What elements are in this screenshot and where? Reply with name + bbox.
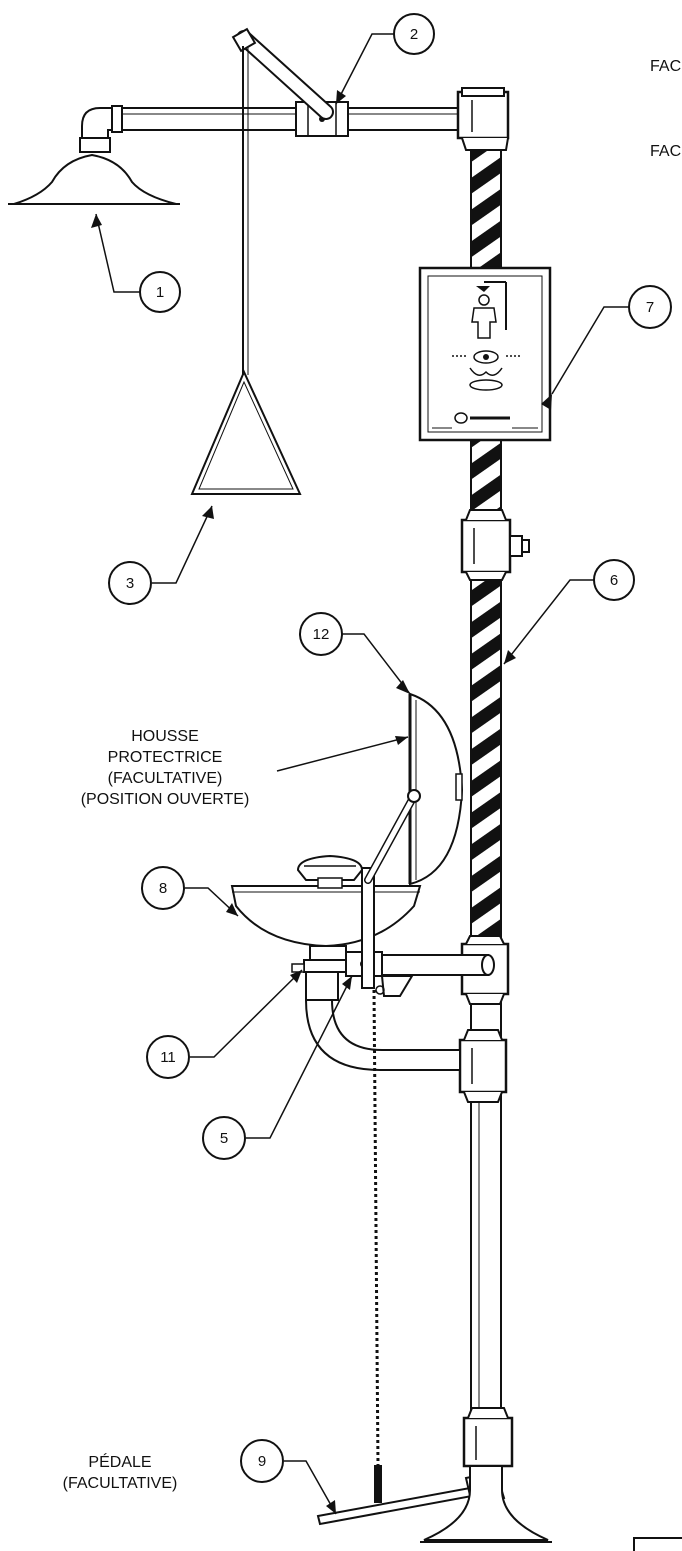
pedal-label-line: (FACULTATIVE): [62, 1475, 178, 1492]
pedal-chain-link: [374, 1465, 382, 1503]
callout-9: 9: [240, 1439, 284, 1483]
svg-text:3: 3: [126, 575, 134, 592]
bottom-tee-fitting: [462, 1407, 514, 1468]
safety-sign: [418, 266, 552, 442]
eyewash-ball-valve: [345, 867, 414, 997]
svg-text:12: 12: [313, 626, 330, 643]
cover-label-line: HOUSSE: [131, 728, 199, 745]
callout-12: 12: [299, 612, 343, 656]
shower-lever-arm: [231, 27, 334, 120]
supply-tee-fitting: [458, 1029, 508, 1103]
callout-3: 3: [108, 561, 152, 605]
pull-rod-triangle-handle: [190, 46, 302, 495]
callout-7: 7: [628, 285, 672, 329]
leader-lines: [95, 33, 629, 1515]
callout-5: 5: [202, 1116, 246, 1160]
eyewash-feed-pipe: [304, 954, 495, 1071]
callout-1: 1: [139, 271, 181, 313]
callout-8: 8: [141, 866, 185, 910]
page-corner-mark: [633, 1537, 682, 1551]
svg-text:8: 8: [159, 880, 167, 897]
svg-text:6: 6: [610, 572, 618, 589]
top-horizontal-pipe: [119, 107, 466, 131]
right-cut-label-1: FAC: [650, 58, 682, 75]
leader-arrowheads: [91, 90, 552, 1514]
right-cut-label-2: FAC: [650, 143, 682, 160]
middle-tee-fitting: [460, 509, 530, 581]
pedal-label: PÉDALE (FACULTATIVE): [30, 1452, 210, 1494]
callout-11: 11: [146, 1035, 190, 1079]
callout-2: 2: [393, 13, 435, 55]
pedal-chain: [372, 989, 380, 1466]
svg-text:7: 7: [646, 299, 654, 316]
top-elbow-fitting: [456, 87, 510, 151]
cover-label-line: PROTECTRICE: [107, 749, 223, 766]
svg-text:9: 9: [258, 1453, 266, 1470]
protective-cover-open: [364, 692, 464, 886]
pedal-label-line: PÉDALE: [88, 1454, 152, 1471]
shower-head: [8, 105, 180, 205]
svg-text:5: 5: [220, 1130, 228, 1147]
floor-flange: [423, 1465, 549, 1541]
svg-text:2: 2: [410, 26, 418, 43]
cover-label: HOUSSE PROTECTRICE (FACULTATIVE) (POSITI…: [40, 726, 290, 810]
cover-label-line: (POSITION OUVERTE): [80, 791, 250, 808]
svg-text:1: 1: [156, 284, 164, 301]
svg-text:11: 11: [160, 1049, 176, 1066]
cover-label-line: (FACULTATIVE): [107, 770, 223, 787]
callout-6: 6: [593, 559, 635, 601]
main-pipe-lower: [470, 939, 502, 1466]
